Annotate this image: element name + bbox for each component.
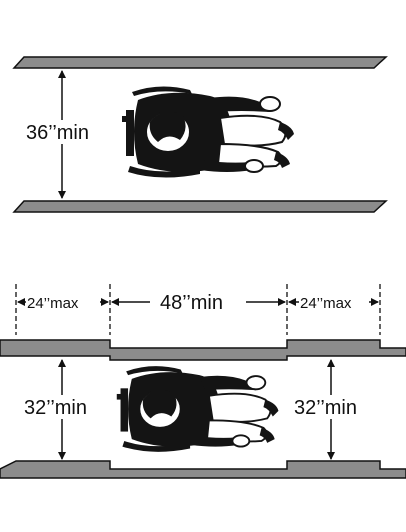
bottom-wall: [12, 200, 388, 213]
middle-segment-label: 48’’min: [160, 292, 223, 314]
bottom-panel-top-wall: [0, 339, 406, 361]
left-width-label: 32’’min: [24, 397, 87, 419]
top-wall: [12, 56, 388, 69]
width-label: 36’’min: [26, 122, 89, 144]
right-segment-label: 24’’max: [300, 295, 352, 312]
wheelchair-user-icon: [120, 85, 296, 179]
bottom-panel-bottom-wall: [0, 460, 406, 479]
wheelchair-user-icon-bottom: [115, 365, 280, 453]
right-width-label: 32’’min: [294, 397, 357, 419]
left-segment-label: 24’’max: [27, 295, 79, 312]
